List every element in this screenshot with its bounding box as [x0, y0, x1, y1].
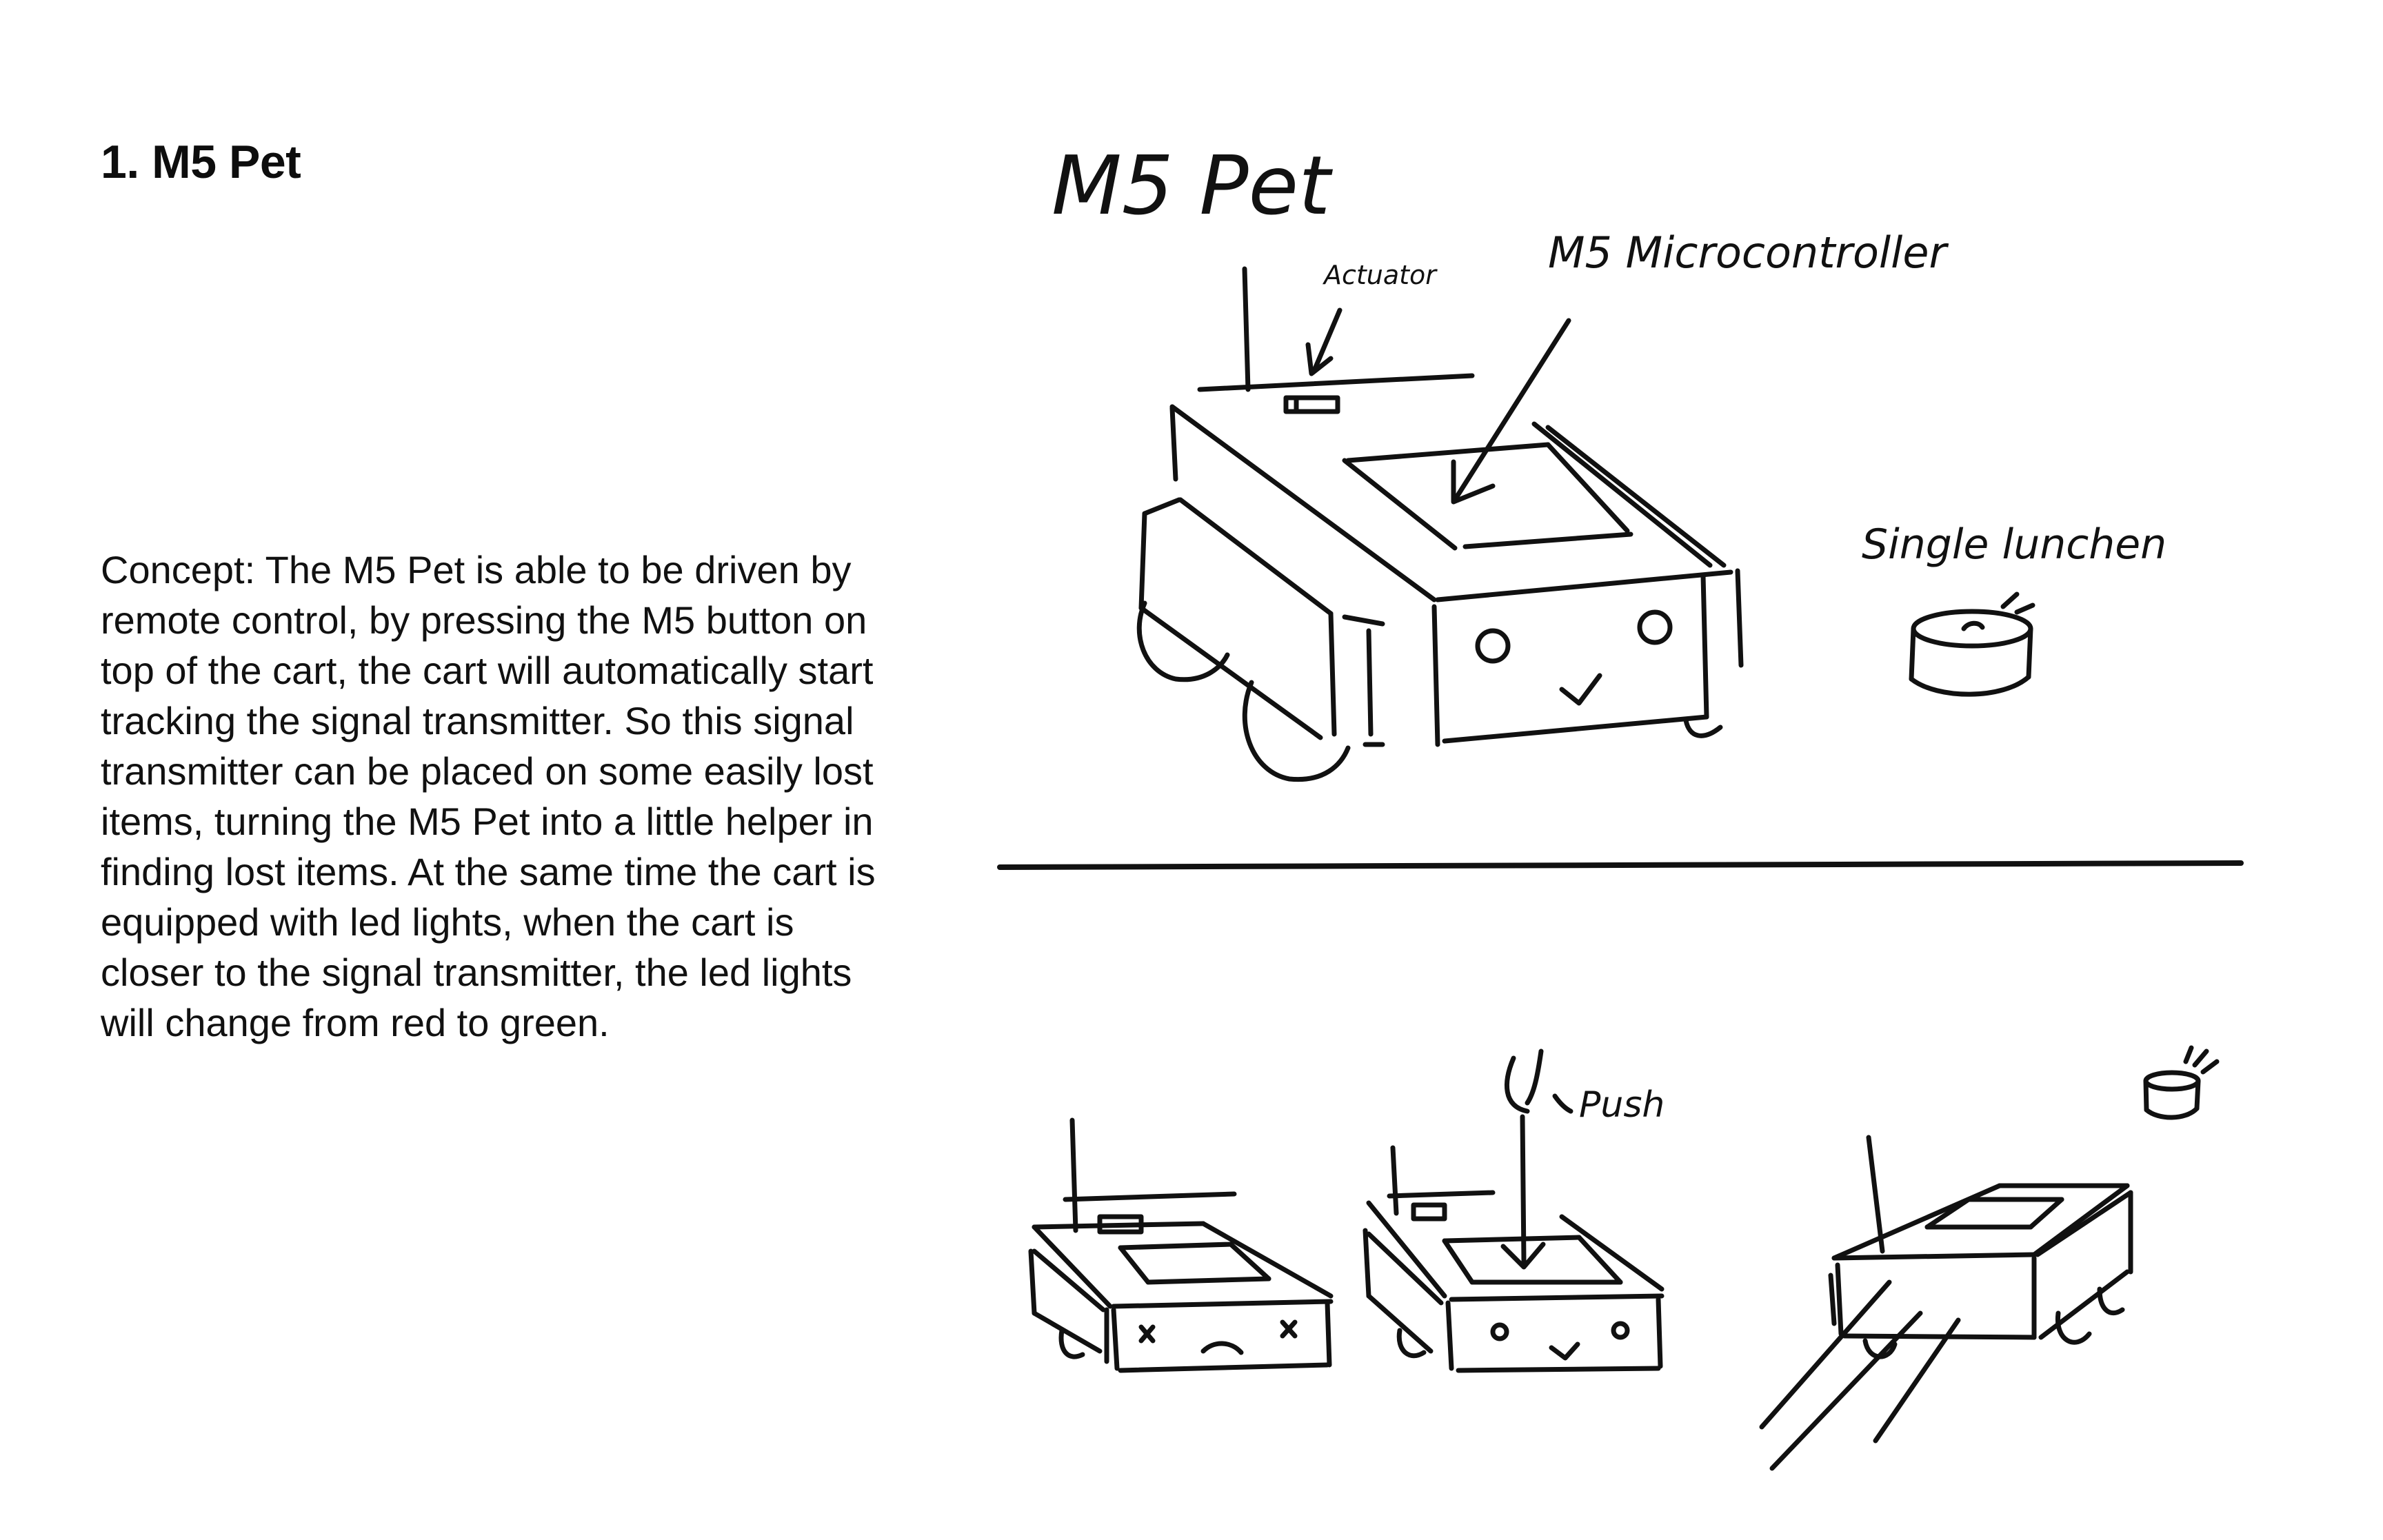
label-signal: Single lunchen: [1862, 520, 2166, 569]
concept-description: Concept: The M5 Pet is able to be driven…: [101, 548, 876, 1044]
main-cart-drawing: [1136, 266, 1744, 782]
signal-launcher-drawing: [1909, 591, 2035, 697]
signal-launcher-small-drawing: [2143, 1045, 2220, 1120]
label-actuator: Actuator: [1322, 260, 1438, 290]
cart-sad-drawing: [1028, 1117, 1334, 1373]
cart-moving-drawing: [1759, 1135, 2133, 1471]
page-title: 1. M5 Pet: [101, 136, 301, 188]
label-push: Push: [1579, 1084, 1665, 1126]
sketch-title: M5 Pet: [1052, 138, 1333, 233]
divider-line: [997, 860, 2244, 870]
cart-push-drawing: [1363, 1048, 1665, 1373]
label-microcontroller: M5 Microcontroller: [1548, 227, 1949, 278]
